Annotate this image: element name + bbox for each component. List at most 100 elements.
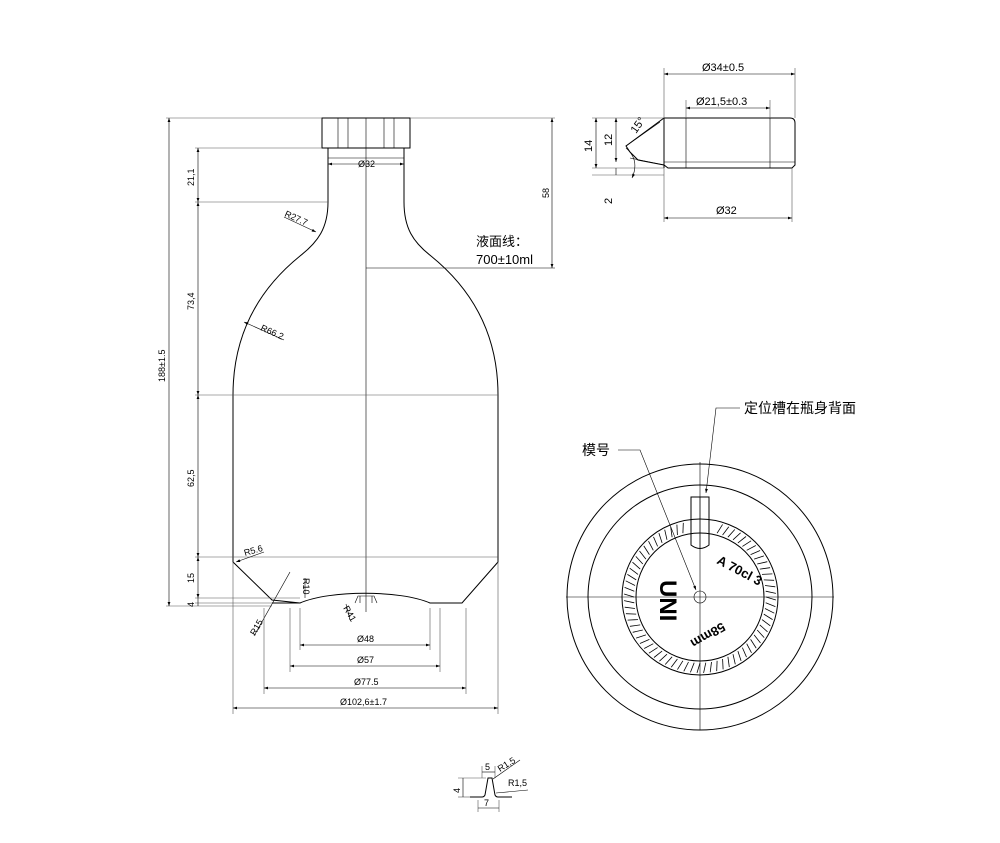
r-punt-edge-label: R10 bbox=[301, 578, 311, 595]
stipple-mark bbox=[658, 532, 663, 544]
stipple-mark bbox=[764, 585, 776, 588]
stipple-mark bbox=[624, 606, 636, 609]
stipple-mark bbox=[722, 658, 724, 670]
stipple-mark bbox=[750, 639, 757, 649]
stipple-mark bbox=[742, 540, 752, 547]
stipple-mark bbox=[761, 619, 771, 627]
bottle-outline bbox=[232, 158, 499, 604]
stipple-mark bbox=[737, 536, 747, 544]
r-punt-label: R41 bbox=[341, 604, 358, 623]
r-shoulder-label: R66.2 bbox=[259, 323, 285, 342]
stipple-mark bbox=[753, 634, 761, 644]
stipple-mark bbox=[639, 550, 647, 560]
stipple-mark bbox=[629, 624, 641, 627]
stipple-mark bbox=[765, 590, 776, 594]
stipple-mark bbox=[765, 602, 776, 607]
groove-bottom-label: 7 bbox=[484, 798, 489, 808]
notch-label: 定位槽在瓶身背面 bbox=[744, 400, 856, 416]
stipple-mark bbox=[727, 529, 736, 538]
stipple-mark bbox=[696, 662, 701, 674]
stipple-mark bbox=[732, 654, 736, 665]
stipple-mark bbox=[742, 647, 747, 658]
stipple-mark bbox=[624, 587, 635, 592]
stipple-mark bbox=[644, 643, 654, 649]
r-heel-label: R5.6 bbox=[243, 543, 264, 558]
stipple-mark bbox=[753, 555, 765, 560]
finish-base-label: Ø32 bbox=[716, 205, 737, 217]
total-height-label: 188±1.5 bbox=[157, 350, 167, 382]
stipple-mark bbox=[639, 639, 650, 644]
stipple-mark bbox=[627, 574, 637, 581]
stipple-mark bbox=[635, 556, 644, 565]
finish-detail-view: Ø34±0.5 Ø21,5±0.3 Ø32 14 12 2 15° bbox=[583, 62, 796, 222]
stipple-mark bbox=[653, 650, 663, 658]
d-punt-label: Ø48 bbox=[357, 634, 374, 644]
stipple-mark bbox=[670, 658, 678, 668]
liquid-depth-label: 58 bbox=[541, 188, 551, 198]
groove-top-label: 5 bbox=[485, 762, 490, 772]
body-height-label: 62,5 bbox=[186, 469, 196, 487]
stipple-mark bbox=[763, 613, 773, 620]
stipple-mark bbox=[677, 660, 684, 670]
d-foot-label: Ø77.5 bbox=[354, 677, 379, 687]
stipple-mark bbox=[727, 656, 730, 668]
stipple-mark bbox=[703, 662, 707, 673]
finish-inner-height-label: 12 bbox=[603, 134, 615, 146]
stipple-mark bbox=[746, 545, 756, 551]
stipple-mark bbox=[737, 650, 742, 662]
stipple-mark bbox=[722, 526, 730, 536]
r-neck-label: R27.7 bbox=[283, 209, 309, 228]
groove-r-top-label: R1,5 bbox=[496, 755, 517, 774]
stipple-mark bbox=[746, 643, 752, 653]
stipple-mark bbox=[632, 629, 643, 633]
stipple-mark bbox=[664, 656, 673, 665]
stipple-mark bbox=[759, 567, 771, 570]
liquid-line-label: 液面线： bbox=[476, 234, 528, 249]
lower-height-label: 15 bbox=[186, 573, 196, 583]
stipple-mark bbox=[716, 524, 723, 534]
stipple-mark bbox=[653, 536, 658, 547]
stipple-mark bbox=[765, 596, 777, 601]
groove-detail: 5 7 4 R1,5 R1,5 bbox=[452, 755, 529, 812]
stipple-mark bbox=[764, 608, 775, 614]
mold-number-label: 模号 bbox=[582, 442, 610, 458]
stipple-mark bbox=[648, 541, 654, 551]
stipple-mark bbox=[643, 545, 650, 555]
base-logo: UNI bbox=[654, 580, 681, 621]
stipple-mark bbox=[759, 624, 768, 633]
finish-height-label: 14 bbox=[583, 140, 595, 152]
stipple-mark bbox=[670, 526, 673, 538]
stipple-mark bbox=[659, 653, 668, 662]
stipple-mark bbox=[732, 532, 741, 541]
stipple-mark bbox=[690, 662, 695, 673]
stipple-mark bbox=[683, 661, 689, 672]
finish-inner-label: Ø21,5±0.3 bbox=[696, 96, 747, 108]
stipple-mark bbox=[756, 629, 765, 638]
stipple-mark bbox=[623, 593, 635, 598]
base-height-label: 4 bbox=[186, 602, 196, 607]
stipple-mark bbox=[629, 567, 639, 575]
stipple-mark bbox=[709, 661, 712, 673]
positioning-notch bbox=[690, 496, 710, 549]
bottle-front-view: Ø32 21,1 73,4 62,5 15 4 188±1.5 58 液面线： … bbox=[157, 117, 555, 714]
stipple-mark bbox=[648, 647, 658, 654]
shoulder-height-label: 73,4 bbox=[186, 292, 196, 310]
stipple-mark bbox=[664, 529, 668, 540]
groove-profile bbox=[470, 777, 512, 798]
stipple-mark bbox=[635, 634, 647, 639]
stipple-mark bbox=[750, 550, 761, 555]
stipple-mark bbox=[627, 619, 639, 621]
groove-depth-label: 4 bbox=[452, 788, 462, 793]
finish-outer-label: Ø34±0.5 bbox=[702, 62, 744, 74]
neck-diameter-label: Ø32 bbox=[358, 159, 375, 169]
base-stipple-ring bbox=[623, 522, 777, 674]
base-view: 定位槽在瓶身背面 模号 UNI A 70cl 3 58mm bbox=[566, 400, 856, 731]
finish-ring-label: 2 bbox=[603, 198, 615, 204]
neck-height-label: 21,1 bbox=[186, 168, 196, 186]
stipple-mark bbox=[632, 561, 641, 570]
stipple-mark bbox=[676, 524, 678, 536]
liquid-line-value: 700±10ml bbox=[476, 252, 533, 267]
stipple-mark bbox=[757, 561, 768, 565]
stipple-mark bbox=[624, 600, 635, 604]
